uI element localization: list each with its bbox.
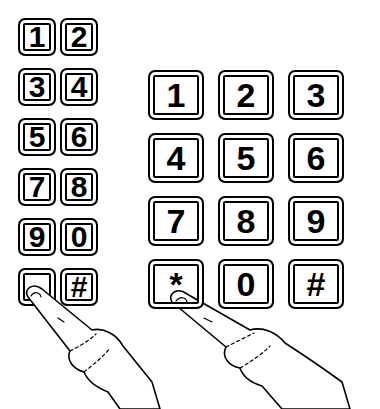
keypad-key: 6 xyxy=(60,118,98,156)
keypad-key: 8 xyxy=(60,168,98,206)
key-label: 1 xyxy=(29,22,46,52)
key-label: # xyxy=(307,267,326,301)
keypad-key: 6 xyxy=(288,133,344,183)
key-label: 4 xyxy=(71,72,88,102)
keypad-key: # xyxy=(288,259,344,309)
key-label: 3 xyxy=(29,72,46,102)
keypad-key: 2 xyxy=(60,18,98,56)
key-label: 6 xyxy=(307,141,326,175)
keypad-key: # xyxy=(60,268,98,306)
keypad-key: 4 xyxy=(60,68,98,106)
keypad-key: 1 xyxy=(148,70,204,120)
keypad-key: 9 xyxy=(288,196,344,246)
key-label: 4 xyxy=(167,141,186,175)
key-label: 0 xyxy=(71,222,88,252)
keypad-key: 5 xyxy=(218,133,274,183)
key-label: 0 xyxy=(237,267,256,301)
keypad-key: 3 xyxy=(18,68,56,106)
key-label: 1 xyxy=(167,78,186,112)
key-label: 3 xyxy=(307,78,326,112)
key-label: 7 xyxy=(29,172,46,202)
key-label: 5 xyxy=(237,141,256,175)
key-label: 8 xyxy=(71,172,88,202)
keypad-key: 4 xyxy=(148,133,204,183)
key-label: # xyxy=(71,272,88,302)
keypad-key: 7 xyxy=(148,196,204,246)
keypad-key: 5 xyxy=(18,118,56,156)
keypad-key: 9 xyxy=(18,218,56,256)
key-label: 9 xyxy=(307,204,326,238)
key-label: 9 xyxy=(29,222,46,252)
keypad-key: 1 xyxy=(18,18,56,56)
key-label: 2 xyxy=(237,78,256,112)
keypad-key: * xyxy=(148,259,204,309)
key-label: 6 xyxy=(71,122,88,152)
key-label: 8 xyxy=(237,204,256,238)
keypad-key: 0 xyxy=(60,218,98,256)
key-label: 2 xyxy=(71,22,88,52)
keypad-key: 3 xyxy=(288,70,344,120)
keypad-key: 7 xyxy=(18,168,56,206)
keypad-key: 8 xyxy=(218,196,274,246)
key-label: 7 xyxy=(167,204,186,238)
keypad-key: 0 xyxy=(218,259,274,309)
key-label: 5 xyxy=(29,122,46,152)
key-label: * xyxy=(169,267,182,301)
keypad-key: 2 xyxy=(218,70,274,120)
